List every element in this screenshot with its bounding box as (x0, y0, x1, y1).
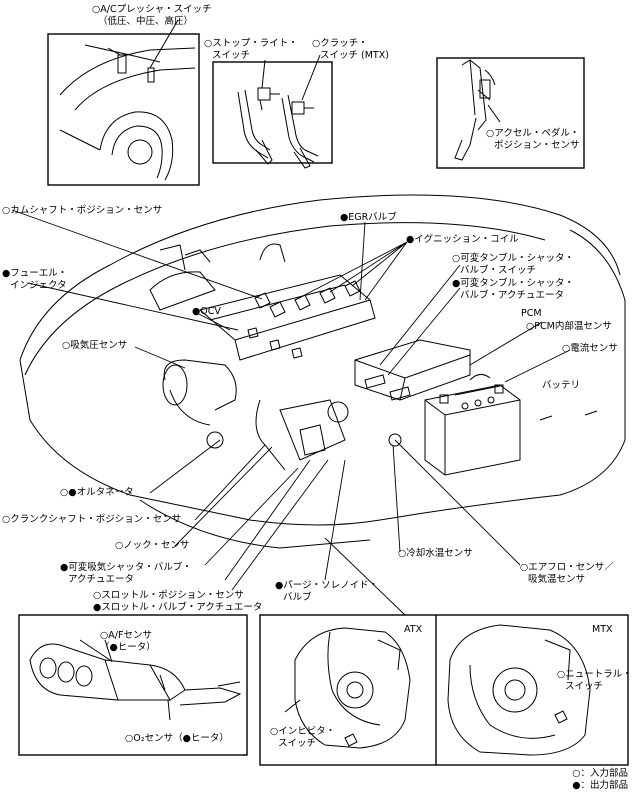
inhibitor-line1: ○インヒビタ・ (270, 726, 336, 737)
knock-sensor-label: ○ノック・センサ (115, 540, 190, 551)
accel-pedal-sensor-label: ○アクセル・ペダル・ ポジション・センサ (486, 128, 580, 152)
fuel-injector-line1: ●フューエル・ (2, 268, 68, 279)
ac-pressure-switch-illustration (59, 19, 196, 181)
ocv-label: ●OCV (192, 306, 221, 317)
throttle-position-sensor-line: ○スロットル・ポジション・センサ (93, 590, 244, 601)
fuel-injector-line2: インジェクタ (10, 280, 67, 291)
atx-transmission-illustration (284, 627, 411, 749)
ignition-coil-label: ●イグニッション・コイル (406, 234, 519, 245)
purge-line1: ●パージ・ソレノイド・ (275, 580, 379, 591)
pcm-temp-sensor-label: ○PCM内部温センサ (526, 321, 612, 332)
frames (18, 33, 629, 766)
purge-solenoid-label: ●パージ・ソレノイド・ バルブ (275, 580, 378, 604)
vts-actuator-line1: ●可変タンブル・シャッタ・ (452, 278, 575, 289)
pcm-label: PCM (521, 308, 542, 319)
neutral-line2: スイッチ (565, 681, 604, 692)
legend: ○：入力部品 ●：出力部品 (572, 768, 628, 792)
vis-line1: ●可変吸気シャッタ・バルブ・ (60, 562, 192, 573)
af-sensor-line1: ○A/Fセンサ (100, 630, 152, 641)
ac-pressure-switch-label: ○A/Cプレッシャ・スイッチ （低圧、中圧、高圧） (92, 4, 212, 28)
throttle-actuator-line: ●スロットル・バルブ・アクチュエータ (93, 602, 263, 613)
engine-bay-illustration (19, 194, 626, 549)
vis-actuator-label: ●可変吸気シャッタ・バルブ・ アクチュエータ (60, 562, 192, 586)
alternator-label: ○●オルタネータ (60, 487, 134, 498)
clutch-line1: ○クラッチ・ (312, 38, 368, 49)
clutch-line2: スイッチ (MTX) (320, 50, 389, 61)
exhaust-manifold-illustration (29, 639, 242, 721)
neutral-switch-label: ○ニュートラル・ スイッチ (557, 669, 632, 693)
battery-label: バッテリ (542, 380, 581, 391)
legend-output: ●：出力部品 (572, 780, 628, 791)
stop-light-line1: ○ストップ・ライト・ (204, 38, 298, 49)
camshaft-sensor-label: ○カムシャフト・ポジション・センサ (2, 205, 163, 216)
vts-actuator-label: ●可変タンブル・シャッタ・ バルブ・アクチュエータ (452, 278, 574, 302)
coolant-temp-sensor-label: ○冷却水温センサ (398, 548, 473, 559)
map-sensor-label: ○吸気圧センサ (62, 340, 128, 351)
maf-line1: ○エアフロ・センサ／ (520, 562, 614, 573)
mtx-label: MTX (592, 624, 613, 635)
purge-line2: バルブ (283, 592, 312, 603)
vts-switch-label: ○可変タンブル・シャッタ・ バルブ・スイッチ (452, 253, 574, 277)
inhibitor-switch-label: ○インヒビタ・ スイッチ (270, 726, 335, 750)
af-sensor-label: ○A/Fセンサ （●ヒータ） (100, 630, 156, 654)
current-sensor-label: ○電流センサ (562, 343, 618, 354)
ac-switch-line1: ○A/Cプレッシャ・スイッチ (92, 4, 212, 15)
neutral-line1: ○ニュートラル・ (557, 669, 632, 680)
stop-light-switch-label: ○ストップ・ライト・ スイッチ (204, 38, 298, 62)
stop-clutch-switch-illustration (237, 54, 321, 169)
accel-line2: ポジション・センサ (494, 140, 580, 151)
vis-line2: アクチュエータ (68, 574, 135, 585)
maf-line2: 吸気温センサ (528, 574, 586, 585)
stop-light-line2: スイッチ (212, 50, 251, 61)
inhibitor-line2: スイッチ (278, 738, 317, 749)
leader-lines (11, 209, 571, 616)
egr-valve-label: ●EGRバルブ (340, 212, 397, 223)
af-sensor-line2: （●ヒータ） (100, 642, 156, 653)
throttle-label: ○スロットル・ポジション・センサ ●スロットル・バルブ・アクチュエータ (93, 590, 262, 614)
mtx-transmission-illustration (447, 624, 591, 756)
clutch-switch-label: ○クラッチ・ スイッチ (MTX) (312, 38, 389, 62)
accel-line1: ○アクセル・ペダル・ (486, 128, 580, 139)
vts-switch-line2: バルブ・スイッチ (460, 265, 537, 276)
vts-actuator-line2: バルブ・アクチュエータ (460, 290, 565, 301)
o2-sensor-label: ○O₂センサ（●ヒータ） (125, 733, 229, 744)
crankshaft-sensor-label: ○クランクシャフト・ポジション・センサ (2, 514, 182, 525)
ac-switch-line2: （低圧、中圧、高圧） (98, 16, 194, 27)
legend-input: ○：入力部品 (572, 768, 628, 779)
maf-iat-sensor-label: ○エアフロ・センサ／ 吸気温センサ (520, 562, 614, 586)
fuel-injector-label: ●フューエル・ インジェクタ (2, 268, 67, 292)
vts-switch-line1: ○可変タンブル・シャッタ・ (452, 253, 575, 264)
atx-label: ATX (404, 624, 423, 635)
accelerator-pedal-illustration (454, 59, 501, 161)
